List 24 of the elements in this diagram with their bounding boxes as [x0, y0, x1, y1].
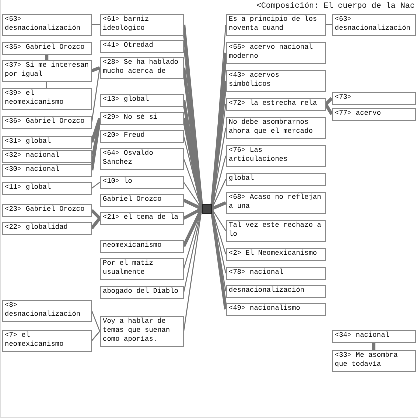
connector-line [90, 209, 102, 220]
connector-line [183, 208, 203, 220]
connector-line [90, 118, 102, 171]
connector-line [210, 208, 228, 310]
connector-line [91, 66, 101, 72]
connector-line [46, 82, 48, 88]
connector-line [184, 182, 202, 210]
connector-line [92, 24, 100, 26]
document-title: <Composición: El cuerpo de la Nac [256, 2, 415, 12]
connector-line [324, 104, 334, 116]
connector-line [92, 331, 100, 342]
connector-line [182, 208, 204, 248]
connector-line [90, 218, 102, 230]
connector-line [45, 55, 49, 60]
connector-line [211, 202, 227, 210]
connector-line [90, 118, 102, 143]
connector-line [212, 208, 226, 232]
hub-box [202, 204, 212, 214]
connector-line [92, 182, 100, 189]
connector-line [326, 24, 332, 26]
connector-line [212, 179, 226, 210]
connector-line [183, 199, 203, 210]
connector-line [92, 310, 100, 332]
connector-line [372, 343, 376, 350]
